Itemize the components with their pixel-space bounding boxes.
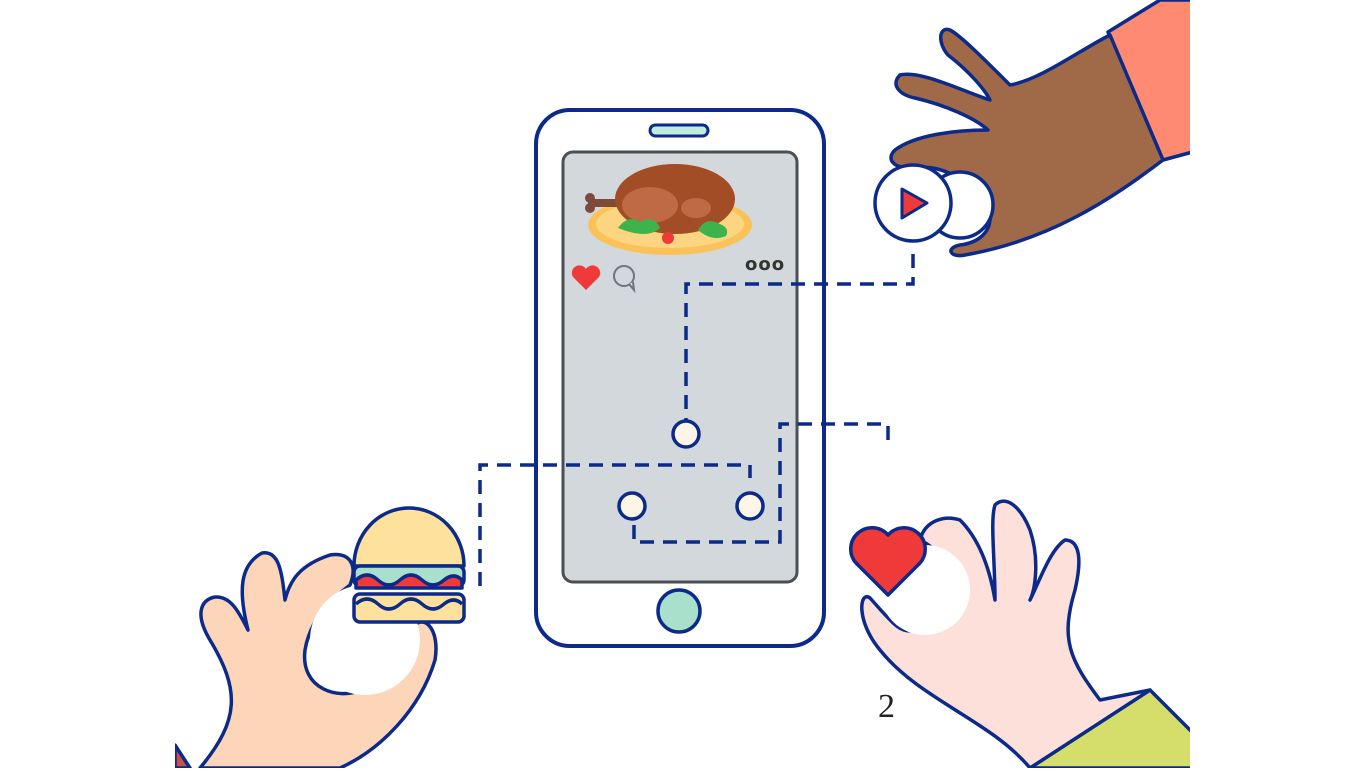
comment-icon xyxy=(613,265,636,294)
post-menu-icon: ooo xyxy=(745,254,786,275)
right-margin xyxy=(1190,0,1366,768)
heart-icon xyxy=(571,265,601,290)
home-button xyxy=(656,588,702,634)
dashed-connectors xyxy=(478,254,915,586)
node-right xyxy=(735,491,765,521)
left-margin xyxy=(0,0,175,768)
roast-chicken-image xyxy=(585,164,752,255)
heart-token xyxy=(848,525,928,597)
node-top xyxy=(671,419,701,449)
speaker-grille xyxy=(648,123,710,138)
page-number: 2 xyxy=(878,688,895,725)
dark-hand-top-right xyxy=(889,0,1202,258)
play-button xyxy=(873,163,953,243)
burger xyxy=(352,506,466,624)
phone-screen xyxy=(561,150,799,584)
flow-nodes xyxy=(617,419,765,521)
node-left xyxy=(617,491,647,521)
